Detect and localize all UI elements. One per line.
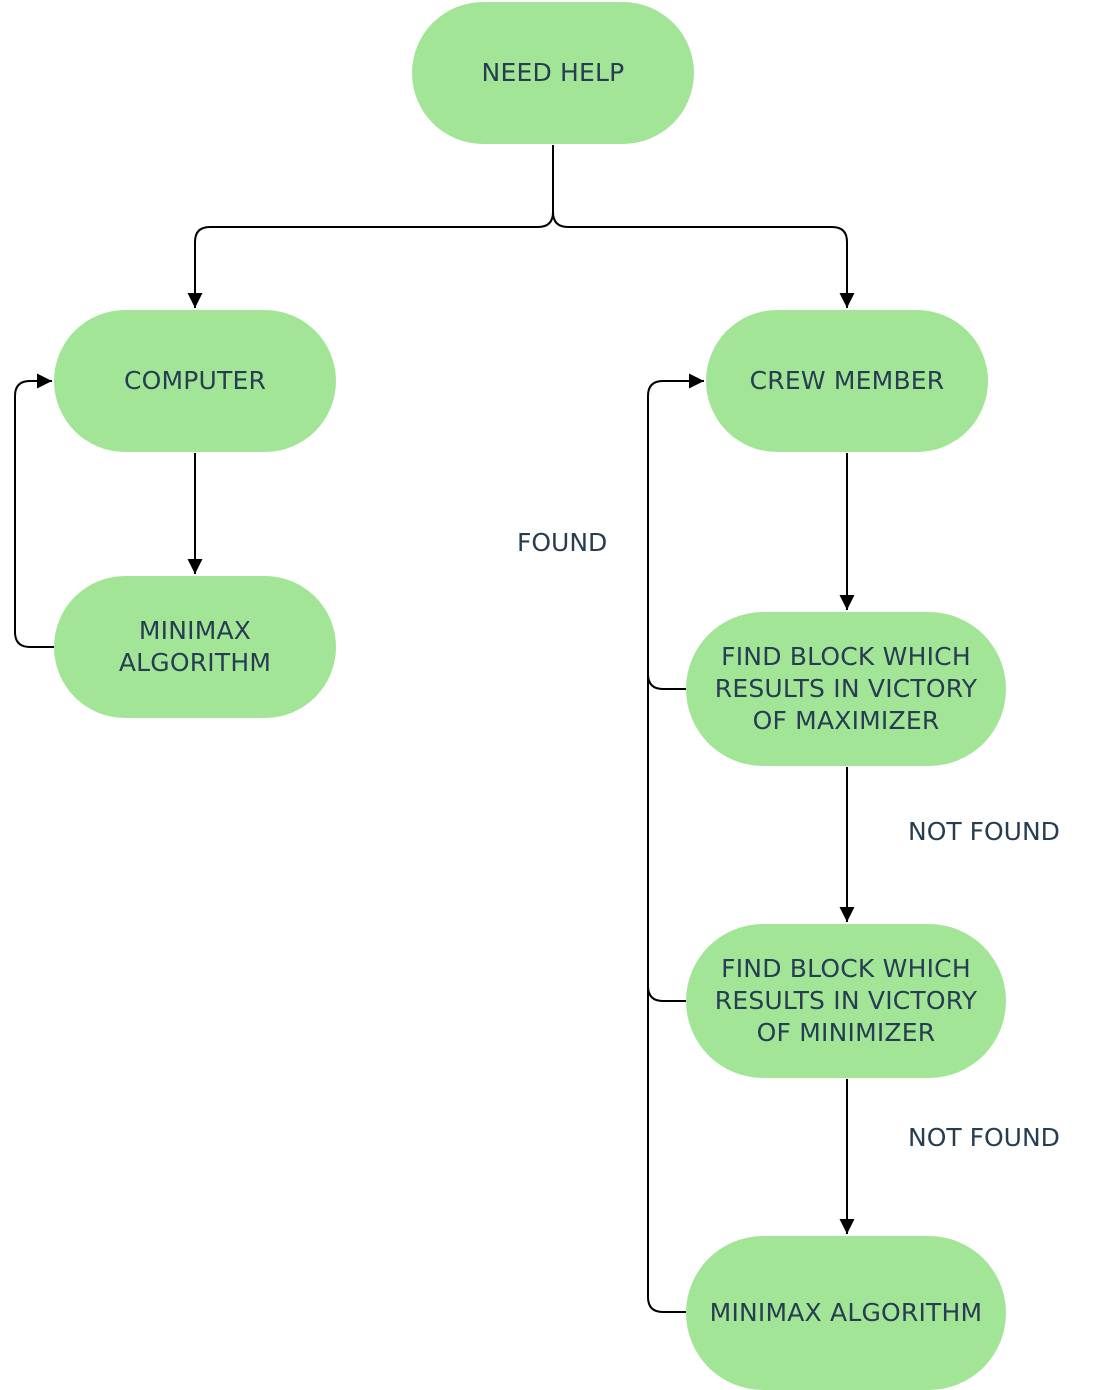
edge-label-not-found-1: NOT FOUND [908,817,1060,846]
edge-minimax-loop-to-computer [14,373,54,648]
node-find-block-minimizer: FIND BLOCK WHICH RESULTS IN VICTORY OF M… [686,924,1006,1078]
node-crew-member: CREW MEMBER [706,310,988,452]
edge-needhelp-to-computer [187,145,554,308]
edge-needhelp-to-crew [552,211,855,308]
node-find-block-maximizer: FIND BLOCK WHICH RESULTS IN VICTORY OF M… [686,612,1006,766]
edge-label-not-found-2: NOT FOUND [908,1123,1060,1152]
edge-findmin-found-branch [647,985,686,1002]
edge-findmax-found-branch [647,673,686,690]
node-minimax-algorithm-computer: MINIMAX ALGORITHM [54,576,336,718]
edge-found-return-bus [647,373,704,1313]
node-need-help: NEED HELP [412,2,694,144]
edge-label-found: FOUND [517,528,608,557]
node-computer: COMPUTER [54,310,336,452]
node-minimax-algorithm-crew: MINIMAX ALGORITHM [686,1236,1006,1390]
